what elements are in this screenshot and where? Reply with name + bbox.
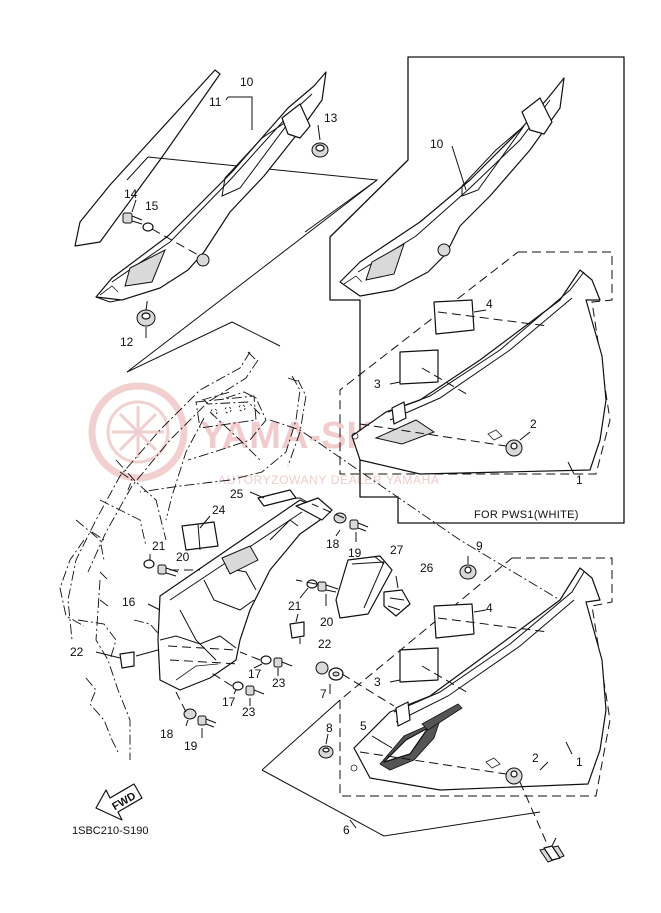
callout-c26: 26 — [420, 561, 434, 575]
washer-15-icon — [142, 222, 154, 232]
variant-box-outline — [329, 56, 625, 524]
grommet-8-icon — [318, 745, 334, 759]
bolt-19-lower-icon — [197, 715, 217, 728]
sheet-3-main — [399, 647, 439, 683]
callout-c23a: 23 — [272, 676, 286, 690]
callout-c4a: 4 — [486, 297, 493, 311]
callout-c15: 15 — [145, 199, 159, 213]
callout-c20b: 20 — [320, 615, 334, 629]
callout-c13: 13 — [324, 111, 338, 125]
callout-c14: 14 — [124, 187, 138, 201]
callout-c12: 12 — [120, 335, 134, 349]
callout-c22a: 22 — [70, 645, 84, 659]
grommet-13-icon — [311, 142, 329, 158]
nut-18-upper-icon — [333, 512, 347, 524]
callout-c10b: 10 — [430, 137, 444, 151]
variant-box-label: FOR PWS1(WHITE) — [474, 509, 579, 521]
callout-c6: 6 — [343, 823, 350, 837]
clip-22-right-icon — [289, 613, 305, 639]
callout-c9: 9 — [476, 539, 483, 553]
callout-c18a: 18 — [326, 537, 340, 551]
side-cover-1-box — [351, 269, 607, 475]
callout-c20a: 20 — [176, 550, 190, 564]
watermark-tagline: AUTORYZOWANY DEALER YAMAHA — [218, 473, 439, 487]
bolt-20-left-icon — [157, 564, 179, 577]
callout-c4b: 4 — [486, 601, 493, 615]
strip-25 — [257, 489, 297, 507]
callout-c24: 24 — [212, 503, 226, 517]
callout-c25: 25 — [230, 487, 244, 501]
callout-c16: 16 — [122, 595, 136, 609]
damper-26-icon — [383, 589, 411, 617]
callout-c11: 11 — [209, 95, 222, 109]
washer-21-left-icon — [143, 559, 155, 569]
fwd-arrow-icon: FWD — [95, 783, 143, 821]
nut-17-lower-icon — [232, 681, 244, 691]
rubber-27 — [335, 555, 393, 619]
clip-22-left-icon — [119, 651, 135, 669]
callout-c1a: 1 — [576, 473, 583, 487]
frame-phantom — [59, 351, 561, 760]
grommet-icon — [196, 253, 210, 267]
washer-21-right-icon — [306, 579, 318, 589]
callout-c21a: 21 — [152, 539, 166, 553]
diagram-code: 1SBC210-S190 — [72, 825, 148, 837]
callout-c22b: 22 — [318, 637, 332, 651]
bolt-23-lower-icon — [245, 685, 265, 696]
callout-c17a: 17 — [248, 667, 262, 681]
bolt-20-right-icon — [317, 581, 339, 593]
callout-c10a: 10 — [240, 75, 254, 89]
callout-c7: 7 — [320, 687, 327, 701]
bolt-23-upper-icon — [273, 657, 293, 668]
grommet-2-box-icon — [505, 439, 523, 457]
grommet-7-icon — [315, 661, 344, 681]
callout-c19b: 19 — [184, 739, 198, 753]
sheet-3-box — [399, 349, 439, 385]
watermark-logo-icon — [88, 382, 188, 482]
callout-c8: 8 — [326, 721, 333, 735]
callout-c21b: 21 — [288, 599, 302, 613]
callout-c3b: 3 — [374, 675, 381, 689]
variant-box-pws1 — [329, 56, 625, 524]
callout-c2a: 2 — [530, 417, 537, 431]
bolt-19-upper-icon — [349, 519, 369, 532]
grommet-12-icon — [136, 309, 156, 327]
callout-c3a: 3 — [374, 377, 381, 391]
fwd-label: FWD — [110, 790, 138, 813]
callout-c5: 5 — [360, 719, 367, 733]
nut-18-lower-icon — [183, 708, 197, 720]
screw-14-icon — [122, 212, 143, 225]
side-cover-1-outline-main — [339, 557, 613, 797]
quick-fastener-icon — [539, 837, 565, 863]
cover-10-label-patch — [124, 248, 166, 287]
callout-c17b: 17 — [222, 695, 236, 709]
nut-17-upper-icon — [260, 655, 272, 665]
grommet-2-main-icon — [505, 767, 523, 785]
grommet-9-icon — [459, 564, 477, 580]
bottom-right-cover-group — [261, 557, 613, 863]
callout-c1b: 1 — [576, 755, 583, 769]
callout-c18b: 18 — [160, 727, 174, 741]
side-cover-1-outline-box — [339, 251, 613, 475]
callout-c27: 27 — [390, 543, 404, 557]
top-left-cover-group — [74, 69, 379, 373]
sheet-4-main — [433, 603, 475, 639]
callout-c23b: 23 — [242, 705, 256, 719]
sheet-4-box — [433, 299, 475, 335]
center-bracket-group — [95, 321, 477, 738]
callout-c19a: 19 — [348, 546, 362, 560]
callout-labels: 10 11 13 14 15 12 10 4 3 2 1 25 24 21 20… — [70, 75, 583, 837]
callout-c2b: 2 — [532, 751, 539, 765]
